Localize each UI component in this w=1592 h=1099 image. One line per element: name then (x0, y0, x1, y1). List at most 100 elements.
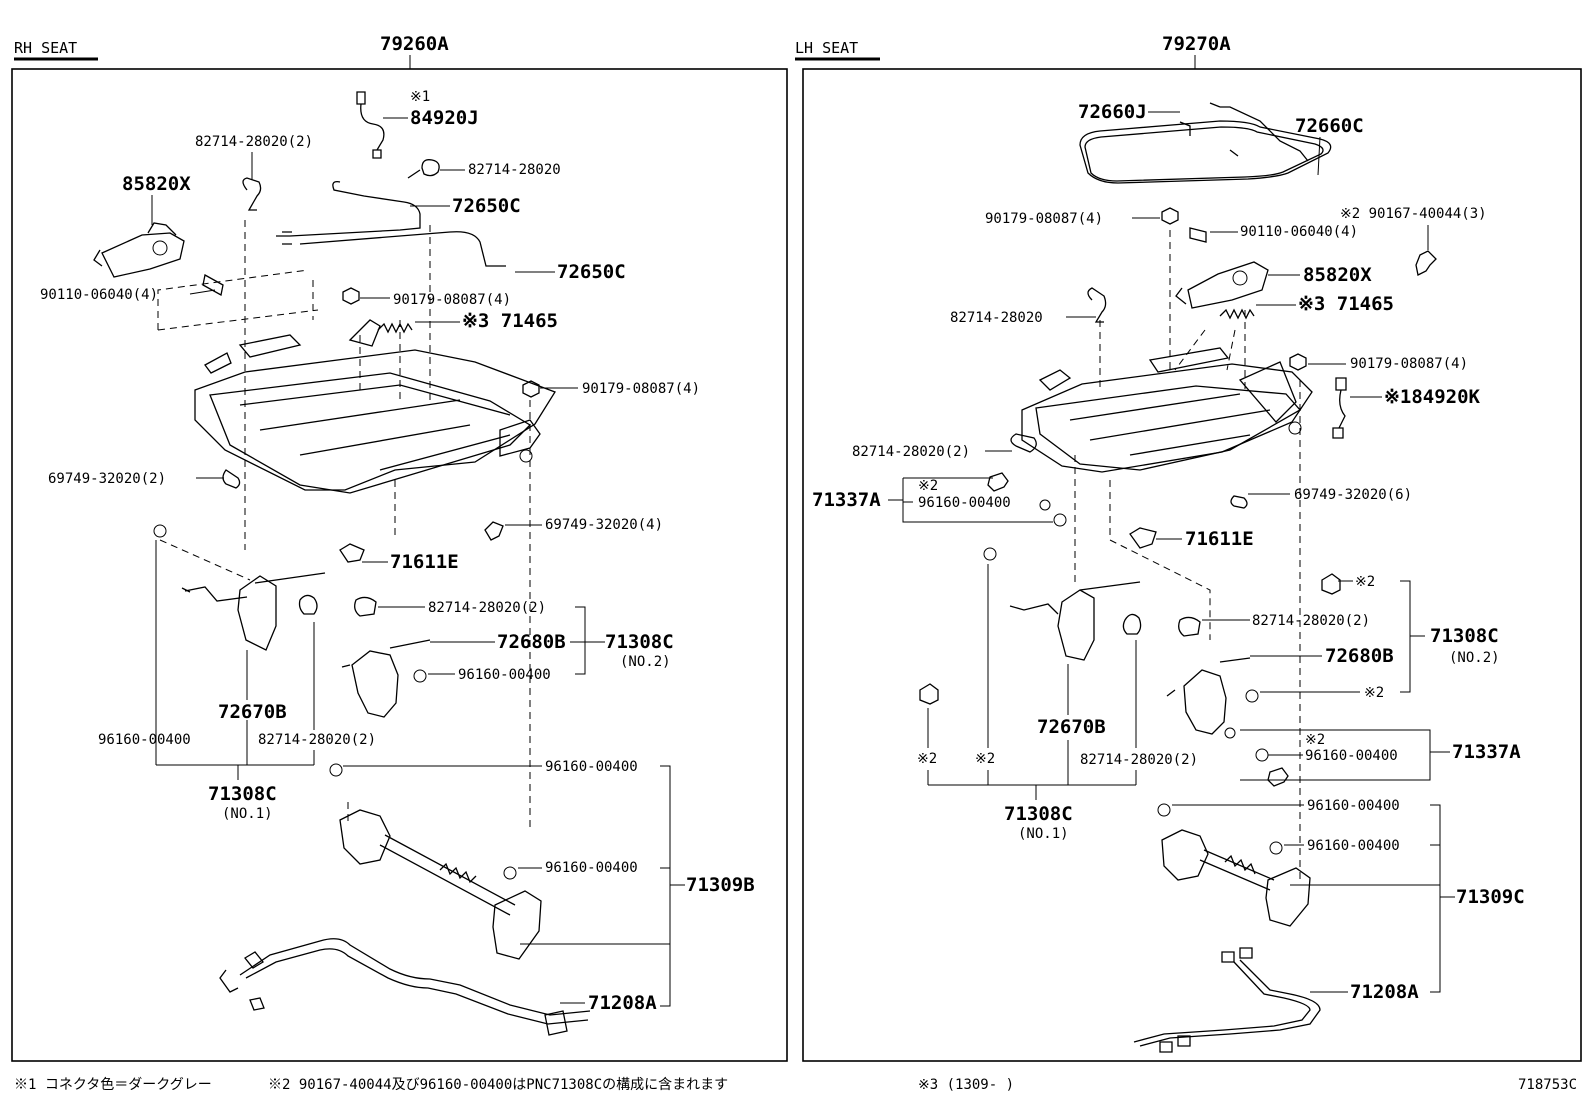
lock-rod-71309C (1161, 829, 1311, 927)
label-90179-08087-top: 90179-08087(4) (985, 211, 1103, 227)
lh-seat-panel: LH SEAT 79270A 72660J 72660C 90179-08087… (795, 33, 1582, 1062)
label-82714-28020-mid: 82714-28020(2) (428, 600, 546, 616)
label-71465: ※3 71465 (462, 310, 558, 332)
label-69749-32020-b: 69749-32020(4) (545, 517, 663, 533)
connector-84920K (1332, 377, 1347, 439)
label-72650C-a: 72650C (452, 195, 521, 217)
screw-90167-lh-b (919, 683, 939, 705)
label-72680B: 72680B (497, 631, 566, 653)
e-ring-96160-lh-a (1039, 499, 1067, 527)
nut-90179-top (1161, 207, 1179, 225)
clip-69749-a (222, 469, 241, 489)
label-no1: (NO.1) (222, 806, 273, 822)
label-71308C-no1-lh: 71308C (1004, 803, 1073, 825)
label-71611E-lh: 71611E (1185, 528, 1254, 550)
rh-seat-panel: RH SEAT 79260A ※1 84920J 82714-28020(2) … (11, 33, 788, 1062)
clamp-82714-lh-low (1122, 613, 1142, 635)
label-90110-06040-lh: 90110-06040(4) (1240, 224, 1358, 240)
clamp-82714-low (298, 594, 318, 615)
label-90179-08087-lh-b: 90179-08087(4) (1350, 356, 1468, 372)
label-82714-28020-lh-c: 82714-28020(2) (1252, 613, 1370, 629)
bolt-90167-lh-b (1267, 767, 1289, 787)
nut-90179-b (522, 380, 540, 398)
screw-90167-lh-c (1321, 573, 1341, 595)
mark2-b: ※2 (1355, 574, 1375, 590)
lh-panel-frame (802, 68, 1582, 1062)
nut-90179-a (342, 287, 360, 305)
seat-track-frame-lh (1021, 347, 1313, 473)
e-ring-96160-left (153, 524, 167, 538)
label-90179-08087-a: 90179-08087(4) (393, 292, 511, 308)
label-96160-00400-c: 96160-00400 (545, 759, 638, 775)
label-96160-00400-mid: 96160-00400 (458, 667, 551, 683)
label-85820X: 85820X (122, 173, 191, 195)
e-ring-lh-mark2c (1245, 689, 1259, 703)
label-96160-00400-lh-c: 96160-00400 (1307, 798, 1400, 814)
clip-69749-lh (1230, 495, 1248, 509)
label-no1-lh: (NO.1) (1018, 826, 1069, 842)
harness-71208A-lh (1133, 947, 1321, 1053)
label-72670B-lh: 72670B (1037, 716, 1106, 738)
label-82714-28020-lh-b: 82714-28020(2) (852, 444, 970, 460)
label-71308C-no2: 71308C (605, 631, 674, 653)
label-71208A-lh: 71208A (1350, 981, 1419, 1003)
clamp-82714-mid (354, 596, 377, 617)
label-82714-28020-low: 82714-28020(2) (258, 732, 376, 748)
label-96160-00400-d: 96160-00400 (545, 860, 638, 876)
label-71465-lh: ※3 71465 (1298, 293, 1394, 315)
label-71208A: 71208A (588, 992, 657, 1014)
label-69749-32020-lh: 69749-32020(6) (1294, 487, 1412, 503)
lh-seat-label: LH SEAT (795, 39, 858, 57)
label-82714-28020-lh-a: 82714-28020 (950, 310, 1043, 326)
label-90167-40044: ※2 90167-40044(3) (1340, 206, 1487, 222)
bolt-90110-lh (1189, 227, 1207, 243)
label-69749-32020-a: 69749-32020(2) (48, 471, 166, 487)
screw-90167 (1415, 250, 1437, 276)
lh-assembly-number: 79270A (1162, 33, 1231, 55)
label-71308C-no2-lh: 71308C (1430, 625, 1499, 647)
clamp-82714-top-right (407, 159, 440, 179)
clamp-82714-lh-b (1010, 433, 1037, 453)
e-ring-96160-d (503, 866, 517, 880)
label-84920J: 84920J (410, 107, 479, 129)
label-71337A-b: 71337A (1452, 741, 1521, 763)
latch-72670B-lh (1009, 581, 1141, 661)
harness-72660J (1079, 102, 1332, 184)
mark2-e: ※2 (917, 751, 937, 767)
footnote-3: ※3 (1309- ) (918, 1077, 1014, 1093)
label-82714-top-left: 82714-28020(2) (195, 134, 313, 150)
label-71309B: 71309B (686, 874, 755, 896)
cable-72650C (276, 181, 506, 267)
label-71309C: 71309C (1456, 886, 1525, 908)
label-90110-06040: 90110-06040(4) (40, 287, 158, 303)
mark2-a: ※2 (918, 478, 938, 494)
clip-69749-b (484, 521, 504, 541)
latch-72680B (341, 639, 431, 718)
spring-71465 (377, 322, 413, 334)
bolt-90167-lh (987, 472, 1009, 492)
label-90179-08087-b: 90179-08087(4) (582, 381, 700, 397)
label-no2-lh: (NO.2) (1449, 650, 1500, 666)
footnote-2: ※2 90167-40044及び96160-00400はPNC71308Cの構成… (268, 1077, 728, 1093)
motor-85820X-lh (1175, 261, 1269, 309)
bolt-90110 (202, 273, 224, 297)
label-71337A-a: 71337A (812, 489, 881, 511)
pad-71611E (339, 543, 365, 563)
e-ring-96160-lh-b (1224, 727, 1269, 762)
e-ring-96160-c (329, 763, 343, 777)
clamp-82714-lh-a (1087, 287, 1107, 323)
lock-rod-71309B (339, 809, 542, 960)
seat-track-frame-rh (194, 319, 556, 494)
label-85820X-lh: 85820X (1303, 264, 1372, 286)
note1-mark: ※1 (410, 89, 430, 105)
label-no2: (NO.2) (620, 654, 671, 670)
label-72660C: 72660C (1295, 115, 1364, 137)
harness-71208A (219, 938, 591, 1036)
latch-72680B-lh (1166, 657, 1251, 735)
clamp-82714-top-left (242, 177, 262, 211)
label-96160-00400-lh-b: 96160-00400 (1305, 748, 1398, 764)
label-82714-28020-lh-d: 82714-28020(2) (1080, 752, 1198, 768)
mark2-f: ※2 (975, 751, 995, 767)
e-ring-96160-lh-left (983, 547, 997, 561)
label-72650C-b: 72650C (557, 261, 626, 283)
